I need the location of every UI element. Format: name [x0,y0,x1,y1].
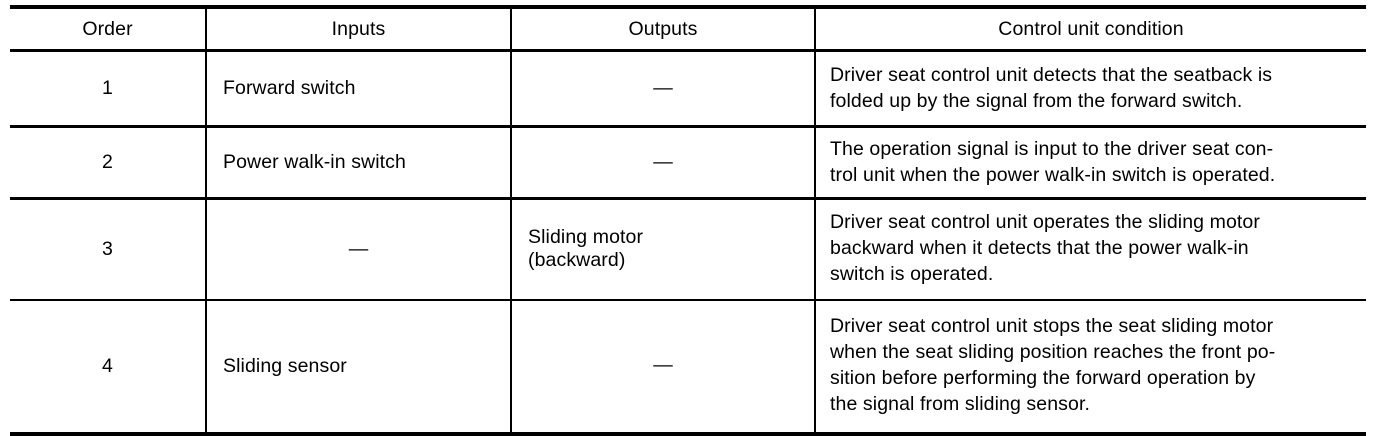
spec-table-container: Order Inputs Outputs Control unit condit… [10,5,1366,436]
condition-line: backward when it detects that the power … [830,237,1249,260]
cell-inputs: Forward switch [206,50,512,128]
table-row: 3 — Sliding motor (backward) Driver seat… [10,198,1366,301]
cell-order: 4 [10,299,207,436]
condition-line: Driver seat control unit stops the seat … [830,315,1274,338]
cell-condition: The operation signal is input to the dri… [815,126,1366,200]
cell-outputs-line: Sliding motor [528,226,644,249]
table-row: 4 Sliding sensor — Driver seat control u… [10,299,1366,436]
condition-line: sition before performing the forward ope… [830,367,1256,389]
header-row: Order Inputs Outputs Control unit condit… [10,5,1366,52]
cell-condition: Driver seat control unit detects that th… [815,50,1366,128]
condition-line: trol unit when the power walk-in switch … [830,163,1276,186]
cell-inputs: Sliding sensor [206,299,512,436]
column-header-order: Order [10,5,207,52]
condition-line: Driver seat control unit operates the sl… [830,211,1260,234]
cell-outputs: — [511,126,816,200]
column-header-inputs: Inputs [206,5,512,52]
table-body: 1 Forward switch — Driver seat control u… [10,50,1366,436]
cell-inputs: — [206,198,512,301]
cell-order: 1 [10,50,207,128]
table-row: 1 Forward switch — Driver seat control u… [10,50,1366,128]
cell-outputs: — [511,299,816,436]
column-header-control-unit-condition: Control unit condition [815,5,1366,52]
cell-outputs-line: (backward) [528,249,626,272]
cell-condition: Driver seat control unit operates the sl… [815,198,1366,301]
cell-outputs-line: — [653,354,673,377]
table-row: 2 Power walk-in switch — The operation s… [10,126,1366,200]
condition-line: the signal from sliding sensor. [830,392,1090,415]
cell-outputs-line: — [653,150,673,173]
condition-line: The operation signal is input to the dri… [830,137,1274,160]
control-sequence-table: Order Inputs Outputs Control unit condit… [10,5,1366,436]
condition-line: switch is operated. [830,263,994,286]
cell-condition: Driver seat control unit stops the seat … [815,299,1366,436]
cell-inputs: Power walk-in switch [206,126,512,200]
condition-line: folded up by the signal from the forward… [830,89,1243,112]
cell-order: 3 [10,198,207,301]
cell-order: 2 [10,126,207,200]
column-header-outputs: Outputs [511,5,816,52]
cell-outputs: Sliding motor (backward) [511,198,816,301]
condition-line: when the seat sliding position reaches t… [830,341,1276,364]
condition-line: Driver seat control unit detects that th… [830,63,1273,86]
table-header: Order Inputs Outputs Control unit condit… [10,5,1366,52]
cell-inputs-dash: — [348,237,369,260]
cell-outputs-line: — [653,76,673,99]
cell-outputs: — [511,50,816,128]
